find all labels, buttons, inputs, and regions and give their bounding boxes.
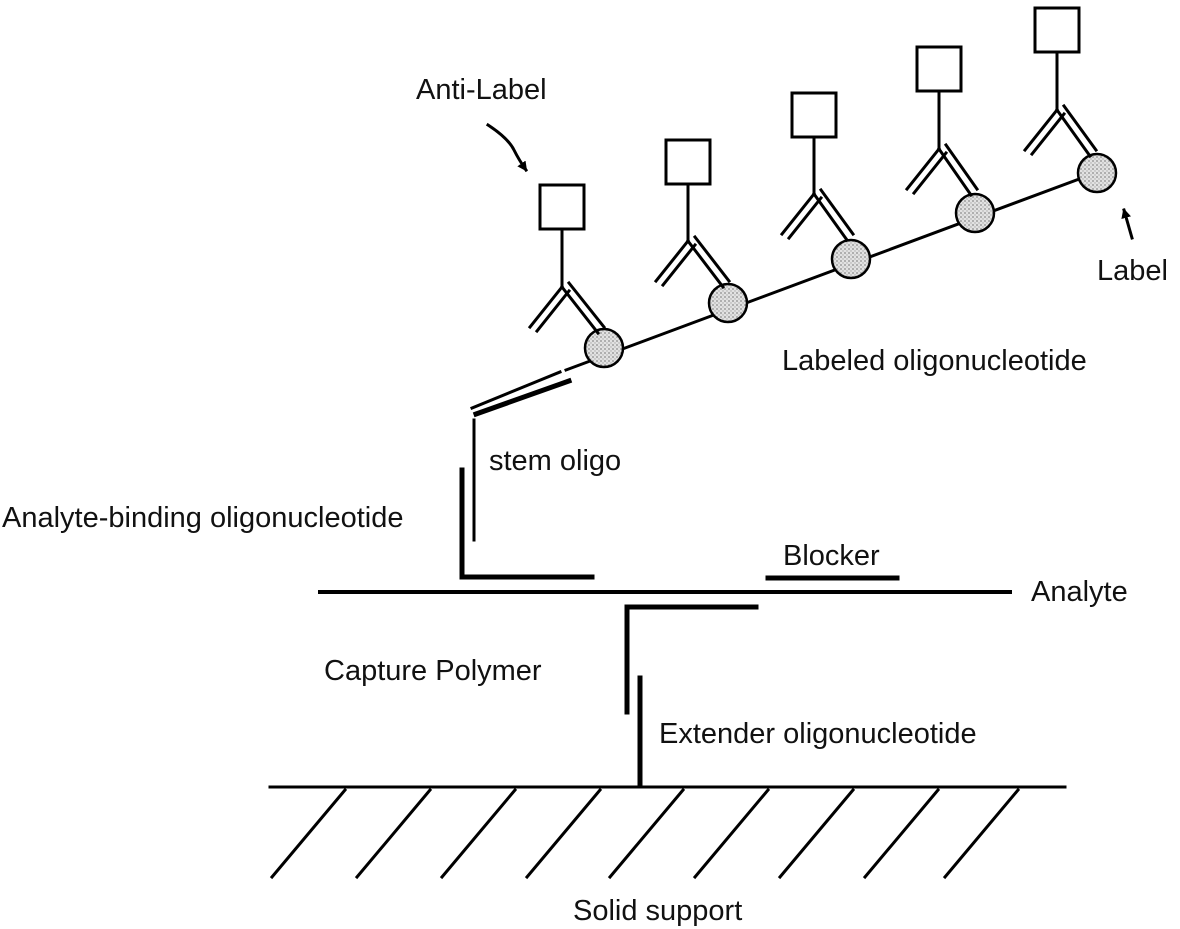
solid-support-text: Solid support: [573, 895, 742, 927]
label-bead-2: [709, 284, 747, 322]
anti-label-antibody-5: [1025, 8, 1096, 156]
solid-support: [270, 787, 1065, 877]
anti-label-antibody-4: [907, 47, 977, 195]
labeled-oligonucleotide-backbone: [566, 172, 1098, 370]
labeled-oligonucleotide-text: Labeled oligonucleotide: [782, 345, 1087, 377]
capture-polymer-text: Capture Polymer: [324, 655, 542, 687]
label-text: Label: [1097, 255, 1168, 287]
capture-polymer: [627, 607, 756, 712]
anti-label-antibody-1: [530, 185, 604, 333]
analyte-binding-oligonucleotide: [462, 470, 592, 577]
anti-label-antibody-2: [656, 140, 729, 287]
anti-label-antibody-3: [782, 93, 853, 240]
label-bead-1: [585, 329, 623, 367]
label-pointer-arrow: [1124, 210, 1132, 238]
anti-label-text: Anti-Label: [416, 74, 547, 106]
anti-label-pointer-arrow: [488, 125, 526, 170]
extender-oligonucleotide-text: Extender oligonucleotide: [659, 718, 977, 750]
label-beads: [585, 154, 1116, 367]
label-bead-5: [1078, 154, 1116, 192]
solid-support-hatching: [272, 790, 1018, 877]
label-bead-3: [832, 240, 870, 278]
stem-oligo-text: stem oligo: [489, 445, 621, 477]
label-bead-4: [956, 194, 994, 232]
analyte-binding-oligonucleotide-text: Analyte-binding oligonucleotide: [2, 502, 403, 534]
blocker-text: Blocker: [783, 540, 880, 572]
analyte-text: Analyte: [1031, 576, 1128, 608]
